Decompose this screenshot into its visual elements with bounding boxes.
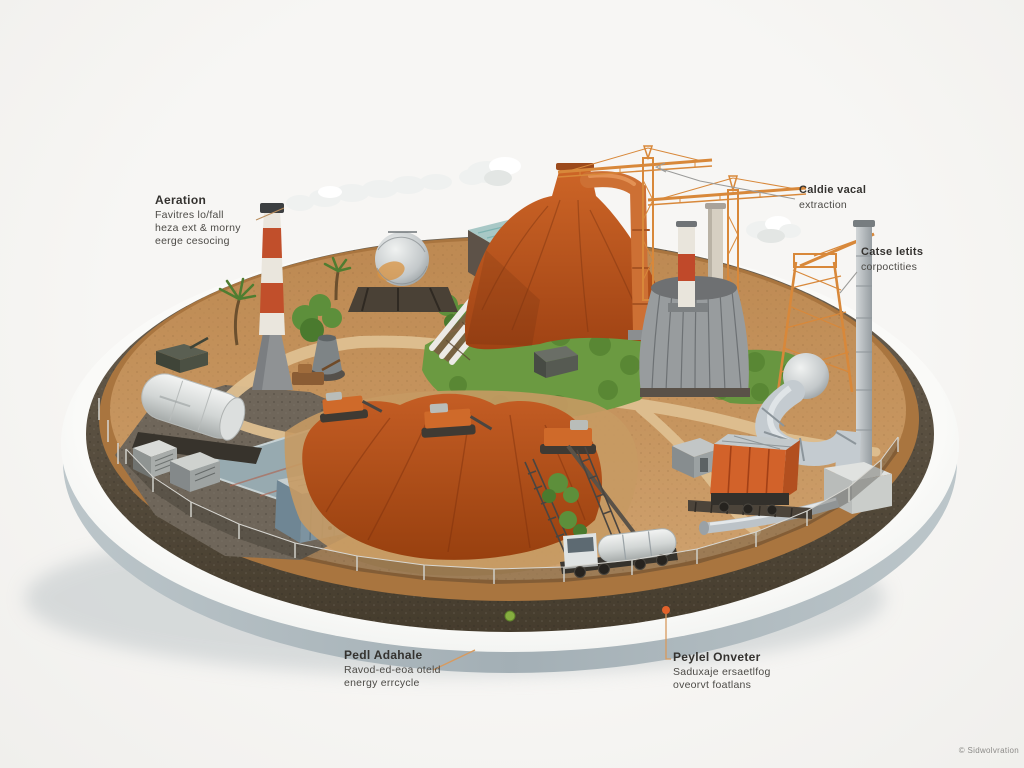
label-aeration: Aeration Favitres lo/fall heza ext & mor…: [155, 193, 285, 248]
label-peylel-line2: oveorvt foatlans: [673, 679, 752, 692]
rail-wagon: [710, 434, 800, 516]
bush: [542, 473, 587, 538]
cloud-right: [746, 216, 801, 243]
label-pedl-title: Pedl Adahale: [344, 648, 423, 662]
gas-sphere-tank: [348, 231, 458, 312]
marker-orange-dot: [662, 606, 670, 614]
excavator: [421, 403, 493, 438]
leader-catse: [839, 271, 858, 294]
marker-green-dot: [504, 610, 516, 622]
excavator: [319, 391, 383, 423]
label-aeration-line2: heza ext & morny: [155, 222, 241, 235]
leader-peylel: [665, 613, 671, 660]
tower-crane-a: [557, 145, 713, 301]
yard-machines: [133, 336, 220, 492]
label-aeration-title: Aeration: [155, 193, 207, 207]
storage-tank: [132, 373, 262, 464]
label-catse-line1: corpoctities: [861, 260, 918, 273]
small-digger: [292, 358, 341, 385]
label-caldie-line1: extraction: [799, 198, 848, 211]
label-pedl-line2: energy errcycle: [344, 677, 420, 690]
tree-cluster-left: [292, 294, 342, 342]
perimeter-fence: [98, 398, 899, 584]
label-peylel-title: Peylel Onveter: [673, 650, 761, 664]
copyright-text: © Sidwolvration: [958, 746, 1019, 755]
smoke-plume: [286, 157, 521, 211]
leader-aeration: [255, 207, 285, 221]
label-caldie: Caldie vacal extraction: [799, 184, 929, 212]
grey-chimney: [853, 220, 875, 488]
label-aeration-line1: Favitres lo/fall: [155, 209, 224, 221]
bunker-shed: [534, 346, 578, 378]
leader-caldie: [657, 167, 796, 200]
label-aeration-line3: eerge cesocing: [155, 235, 230, 248]
label-peylel: Peylel Onveter Saduxaje ersaetlfog oveor…: [673, 650, 818, 692]
label-caldie-title: Caldie vacal: [799, 184, 867, 196]
striped-chimney: [252, 203, 293, 390]
label-pedl: Pedl Adahale Ravod-ed-eoa oteld energy e…: [344, 648, 489, 690]
callout-leaders: [255, 162, 858, 671]
palm-tree: [233, 271, 340, 346]
mound-ladder: [524, 446, 625, 561]
ore-mound-furnace: [464, 163, 666, 350]
leader-caldie-arrow: [654, 162, 667, 173]
label-catse: Catse letits corpoctities: [861, 246, 991, 274]
palm-fronds: [218, 256, 352, 301]
label-catse-title: Catse letits: [861, 246, 924, 258]
label-peylel-line1: Saduxaje ersaetlfog: [673, 666, 771, 678]
leader-pedl: [432, 649, 476, 671]
dig-site: [284, 390, 640, 576]
orange-pipe: [580, 171, 654, 340]
mini-striped-stack: [676, 221, 697, 307]
label-pedl-line1: Ravod-ed-eoa oteld: [344, 664, 441, 676]
